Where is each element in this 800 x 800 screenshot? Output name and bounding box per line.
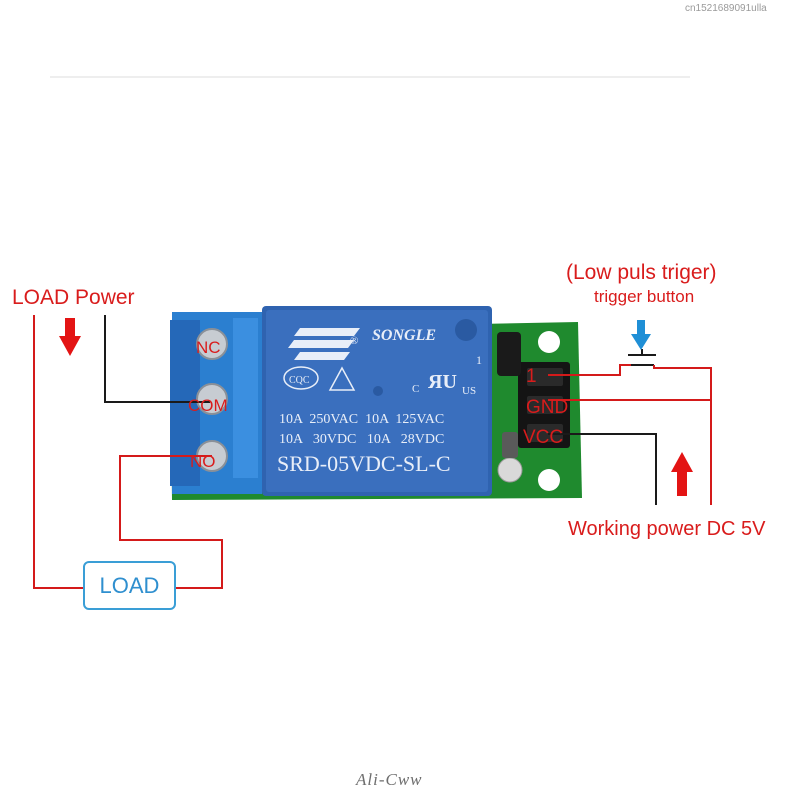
up-arrow-icon (671, 452, 693, 496)
relay-indent (455, 319, 477, 341)
wire-pin1 (548, 364, 631, 376)
rating-line-2: 10A 30VDC 10A 28VDC (279, 432, 444, 447)
safety-triangle (328, 366, 356, 391)
pin-gnd-label: GND (526, 397, 568, 418)
svg-text:®: ® (350, 335, 358, 347)
relay-brand: SONGLE (372, 327, 436, 344)
wire-com (104, 315, 210, 403)
down-arrow-icon (59, 318, 81, 356)
ul-mark: ЯU (428, 371, 457, 393)
terminal-no-label: NO (190, 452, 216, 471)
pin-vcc-label: VCC (523, 427, 563, 448)
relay-pin-mark: 1 (476, 353, 482, 367)
us-mark: US (462, 385, 476, 397)
load-box: LOAD (83, 561, 176, 610)
signature-text: Ali-Cww (356, 770, 423, 789)
screw-nc (196, 328, 228, 360)
mount-hole-bottom (538, 469, 560, 491)
terminal-face (233, 318, 258, 478)
terminal-com-label: COM (188, 396, 228, 415)
working-power-label: Working power DC 5V (568, 518, 766, 540)
relay-dot (373, 386, 383, 396)
terminal-nc-label: NC (196, 338, 221, 357)
diode (502, 432, 518, 458)
transistor (497, 332, 521, 376)
cqc-mark (283, 366, 319, 390)
c-mark: C (412, 383, 419, 395)
low-puls-label: (Low puls triger) (566, 261, 717, 284)
wire-switch-return (653, 365, 712, 505)
wire-no-load (119, 455, 223, 589)
pin-1 (527, 368, 563, 386)
trigger-button-label: trigger button (594, 287, 694, 306)
songle-logo (288, 328, 360, 360)
relay: ® SONGLE 1 CQC C ЯU US 10A 250VAC 10A 12… (262, 306, 492, 496)
mount-hole-top (538, 331, 560, 353)
pin-vcc (527, 424, 563, 442)
pin-1-label: 1 (526, 366, 537, 387)
screw-com (196, 383, 228, 415)
wire-load-power (33, 315, 83, 589)
blue-down-arrow-icon (631, 320, 651, 350)
wire-vcc (548, 433, 657, 505)
relay-model: SRD-05VDC-SL-C (277, 451, 451, 476)
watermark-text: cn1521689091ulla (685, 3, 767, 14)
rating-line-1: 10A 250VAC 10A 125VAC (279, 412, 444, 427)
component (497, 457, 523, 483)
load-power-label: LOAD Power (12, 286, 135, 309)
svg-text:CQC: CQC (289, 375, 310, 386)
